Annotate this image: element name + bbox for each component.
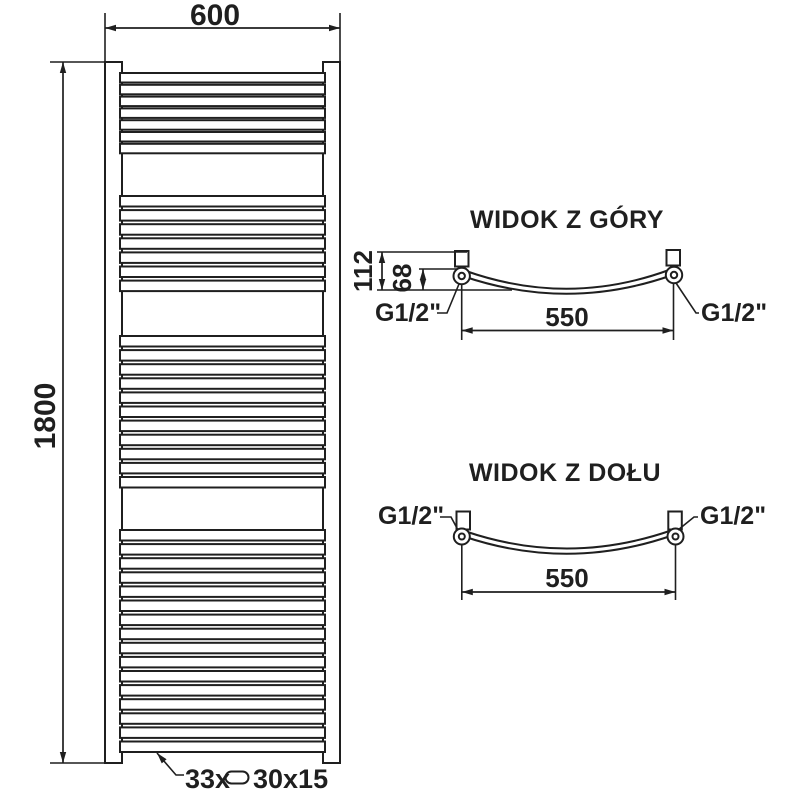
tube <box>119 237 326 250</box>
tube-size-text: 30x15 <box>253 764 328 794</box>
tube <box>119 95 326 108</box>
right-thread-label: G1/2" <box>677 502 766 531</box>
tube <box>119 279 326 293</box>
tube <box>119 349 326 362</box>
tube <box>119 613 326 627</box>
tube <box>119 447 326 461</box>
tube <box>119 223 326 236</box>
depth-dim-text: 68 <box>387 264 417 293</box>
tube <box>119 433 326 447</box>
right-fitting <box>664 249 684 285</box>
tube <box>119 461 326 475</box>
tube <box>119 209 326 222</box>
connection-inner-circle <box>669 270 679 280</box>
tube <box>119 585 326 598</box>
tube-count-text: 33x <box>185 764 230 794</box>
left-thread-label: G1/2" <box>375 283 460 327</box>
curved-tube-back-line <box>463 534 673 555</box>
thread-text: G1/2" <box>378 502 444 530</box>
connection-inner-circle <box>671 532 680 541</box>
tube <box>119 740 326 753</box>
tube <box>119 335 326 348</box>
offset-dim-text: 112 <box>348 250 378 292</box>
connection-circle <box>452 527 471 546</box>
tube-count-label: 33x 30x15 <box>156 752 328 794</box>
tube <box>119 670 326 683</box>
tube <box>119 131 326 143</box>
tube <box>119 726 326 739</box>
tube <box>119 119 326 131</box>
leader-line <box>675 282 699 314</box>
tube <box>119 377 326 390</box>
spacing-dim-text: 550 <box>545 302 588 332</box>
valve-block <box>455 510 471 531</box>
thread-text: G1/2" <box>701 299 767 327</box>
left-fitting <box>452 510 471 546</box>
right-thread-label: G1/2" <box>675 282 767 327</box>
leader-line <box>156 752 184 776</box>
tube <box>119 712 326 725</box>
tube <box>119 142 326 155</box>
front-view: 600 1800 33x 30x15 <box>29 0 341 794</box>
tube <box>119 543 326 556</box>
valve-block <box>667 510 683 531</box>
top-view-title: WIDOK Z GÓRY <box>470 204 664 234</box>
tube <box>119 571 326 584</box>
tube <box>119 195 326 208</box>
width-dim-text: 600 <box>190 0 240 32</box>
tube <box>119 72 326 84</box>
leader-line <box>440 516 459 531</box>
connection-circle <box>664 265 684 285</box>
bottom-view: WIDOK Z DOŁU G1/2" G1/2" <box>378 459 766 600</box>
tube <box>119 476 326 489</box>
top-view: WIDOK Z GÓRY 112 68 <box>348 204 767 340</box>
tube <box>119 251 326 264</box>
valve-block <box>665 249 681 267</box>
leader-line <box>677 516 698 531</box>
depth-dimension-68: 68 <box>387 264 457 293</box>
spacing-dimension-550: 550 <box>460 284 675 340</box>
tube <box>119 83 326 96</box>
tube <box>119 641 326 655</box>
spacing-dim-text: 550 <box>545 563 588 593</box>
bottom-view-title: WIDOK Z DOŁU <box>469 459 661 487</box>
tube <box>119 557 326 570</box>
oval-profile-icon <box>224 770 250 785</box>
valve-block <box>454 250 470 268</box>
connection-circle <box>452 266 471 286</box>
curved-tube-front-line <box>465 529 672 550</box>
tube <box>119 698 326 711</box>
connection-circle <box>666 527 685 546</box>
height-dimension: 1800 <box>29 61 122 764</box>
tube <box>119 529 326 542</box>
leader-line <box>437 283 460 314</box>
offset-dimension-112: 112 <box>348 250 512 292</box>
spacing-dimension-550: 550 <box>460 545 677 600</box>
left-thread-label: G1/2" <box>378 502 459 531</box>
tube <box>119 599 326 612</box>
thread-text: G1/2" <box>700 502 766 530</box>
height-dim-text: 1800 <box>29 383 62 450</box>
tube <box>119 405 326 418</box>
tube <box>119 684 326 697</box>
thread-text: G1/2" <box>375 299 441 327</box>
tube <box>119 107 326 119</box>
width-dimension: 600 <box>104 0 341 61</box>
curved-tube-front-line <box>465 269 670 290</box>
connection-inner-circle <box>457 271 466 281</box>
right-fitting <box>666 510 685 546</box>
tube <box>119 419 326 433</box>
curved-tube-back-line <box>463 274 672 295</box>
tube <box>119 391 326 404</box>
connection-inner-circle <box>457 532 466 541</box>
tube <box>119 655 326 669</box>
tube <box>119 627 326 641</box>
radiator-body <box>104 61 341 764</box>
tube-array <box>119 72 326 753</box>
tube <box>119 363 326 376</box>
tube <box>119 265 326 278</box>
left-fitting <box>452 250 471 286</box>
